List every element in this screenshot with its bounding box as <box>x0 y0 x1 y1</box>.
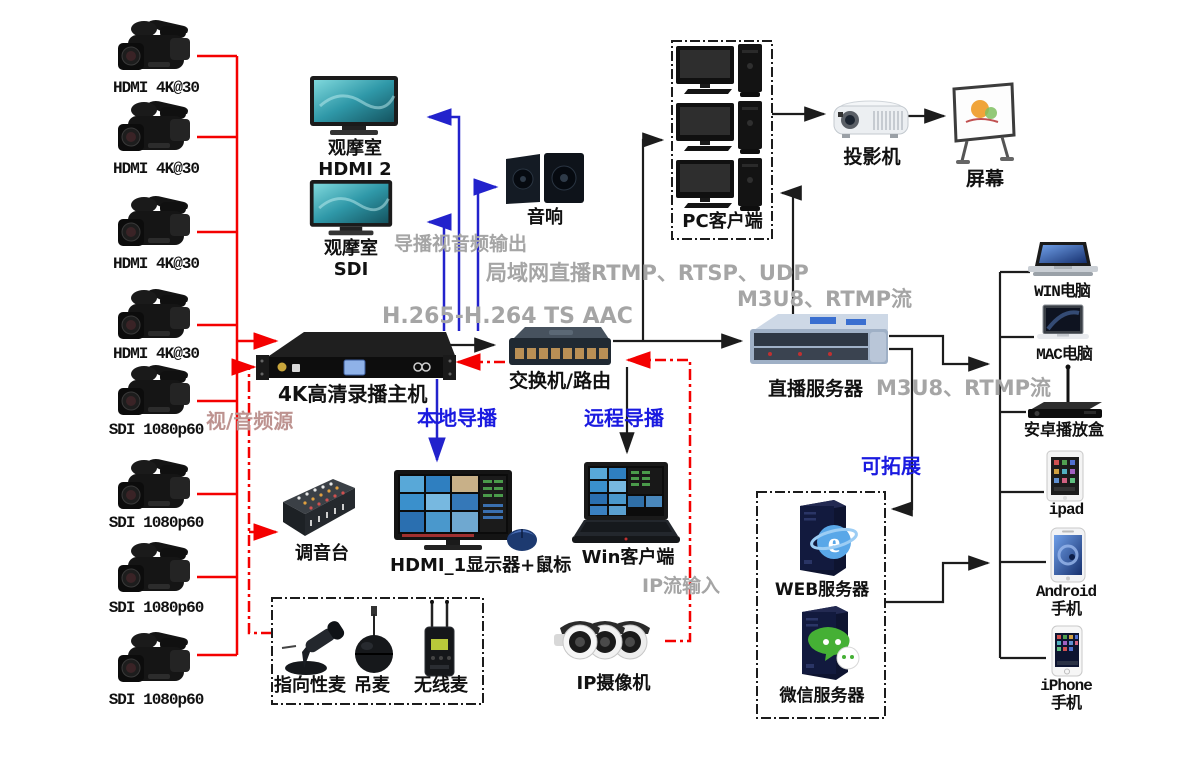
win-pc-label: WIN电脑 <box>1034 283 1091 301</box>
audio-line-vertical <box>231 358 272 635</box>
hanging-mic-icon <box>352 606 396 678</box>
switch-to-pc-clients <box>641 132 665 341</box>
lan-stream-label-line1: 局域网直播RTMP、RTSP、UDP <box>486 261 809 285</box>
ip-camera-icon <box>554 612 668 666</box>
host-to-speaker <box>473 178 499 331</box>
speakers-label: 音响 <box>527 207 563 228</box>
live-server-icon <box>748 308 890 374</box>
svg-text:e: e <box>828 528 840 559</box>
hanging-mic-label: 吊麦 <box>354 675 390 696</box>
server-to-endpoints <box>889 334 991 372</box>
endpoint-trunk <box>998 270 1046 660</box>
recorder-host-label: 4K高清录播主机 <box>278 382 428 406</box>
camera-label: HDMI 4K@30 <box>112 345 200 363</box>
pc-clients-box <box>671 40 773 240</box>
camera-label: HDMI 4K@30 <box>112 255 200 273</box>
win-client-icon <box>570 462 682 546</box>
switch-label: 交换机/路由 <box>509 370 611 392</box>
ipad-icon <box>1046 450 1084 502</box>
wechat-server-label: 微信服务器 <box>779 686 865 706</box>
audio-mixer-icon <box>281 476 357 540</box>
server-to-pc-clients <box>779 185 802 314</box>
projection-screen-icon <box>950 82 1018 166</box>
camera-icon <box>112 363 200 423</box>
camera-icon <box>112 630 200 690</box>
web-server-icon: e <box>786 496 862 582</box>
ip-camera-label: IP摄像机 <box>576 673 651 694</box>
codec-label: H.265-H.264 TS AAC <box>382 304 633 329</box>
multiview-monitor-icon <box>394 470 512 554</box>
preview-monitor-sdi-icon <box>309 180 393 238</box>
ipad-label: ipad <box>1048 501 1084 519</box>
camera-icon <box>112 457 200 517</box>
pc-client-icon <box>676 101 768 155</box>
camera-icon <box>112 18 200 78</box>
server-to-webbox <box>889 347 914 517</box>
camera-label: SDI 1080p60 <box>108 421 205 439</box>
pc-client-icon <box>676 158 768 212</box>
android-box-icon <box>1024 364 1106 420</box>
remote-directing-label: 远程导播 <box>584 406 664 430</box>
ip-stream-line <box>625 351 692 643</box>
wireless-mic-label: 无线麦 <box>414 675 468 696</box>
pc-clients-label: PC客户端 <box>682 211 763 232</box>
camera-label: SDI 1080p60 <box>108 514 205 532</box>
recorder-host-icon <box>252 326 460 380</box>
mac-pc-label: MAC电脑 <box>1036 346 1093 364</box>
projector-icon <box>832 92 910 144</box>
mouse-icon <box>505 526 539 552</box>
iphone-icon <box>1050 625 1084 677</box>
lan-stream-label-line2: M3U8、RTMP流 <box>737 287 913 311</box>
pc-client-icon <box>676 44 768 98</box>
switch-icon <box>505 322 615 370</box>
speakers-icon <box>504 150 586 208</box>
directional-mic-label: 指向性麦 <box>274 675 346 696</box>
camera-label: HDMI 4K@30 <box>112 160 200 178</box>
web-server-label: WEB服务器 <box>774 580 870 600</box>
multiview-monitor-label: HDMI_1显示器+鼠标 <box>390 555 572 576</box>
android-phone-icon <box>1048 527 1088 583</box>
win-client-label: Win客户端 <box>581 547 675 568</box>
projection-screen-label: 屏幕 <box>965 168 1004 190</box>
ip-stream-input-label: IP流输入 <box>642 575 720 597</box>
host-to-monitor-sdi <box>426 213 452 331</box>
wireless-mic-icon <box>420 600 458 680</box>
mac-pc-icon <box>1035 303 1091 347</box>
win-pc-icon <box>1026 240 1100 284</box>
camera-icon <box>112 540 200 600</box>
local-directing-label: 本地导播 <box>417 406 497 430</box>
camera-label: SDI 1080p60 <box>108 691 205 709</box>
av-source-label: 视/音频源 <box>206 409 294 433</box>
preview-monitor-hdmi2-icon <box>310 76 398 138</box>
live-server-label: 直播服务器 <box>768 378 864 400</box>
camera-label: SDI 1080p60 <box>108 599 205 617</box>
microphones-box <box>271 597 484 705</box>
director-output-label: 导播视音频输出 <box>394 233 528 255</box>
android-box-label: 安卓播放盒 <box>1023 420 1104 439</box>
camera-label: HDMI 4K@30 <box>112 79 200 97</box>
camera-trunk-line <box>197 54 239 657</box>
stream-protocol-label: M3U8、RTMP流 <box>876 376 1052 400</box>
camera-icon <box>112 194 200 254</box>
projector-label: 投影机 <box>843 146 901 168</box>
audio-mixer-label: 调音台 <box>295 543 349 564</box>
wechat-server-icon <box>790 602 866 686</box>
camera-icon <box>112 99 200 159</box>
extension-servers-box <box>756 491 886 719</box>
directional-mic-icon <box>280 618 350 676</box>
expandable-label: 可拓展 <box>861 454 921 478</box>
webbox-to-endpoints <box>886 555 991 604</box>
host-to-monitor-hdmi2 <box>426 108 461 331</box>
camera-icon <box>112 287 200 347</box>
